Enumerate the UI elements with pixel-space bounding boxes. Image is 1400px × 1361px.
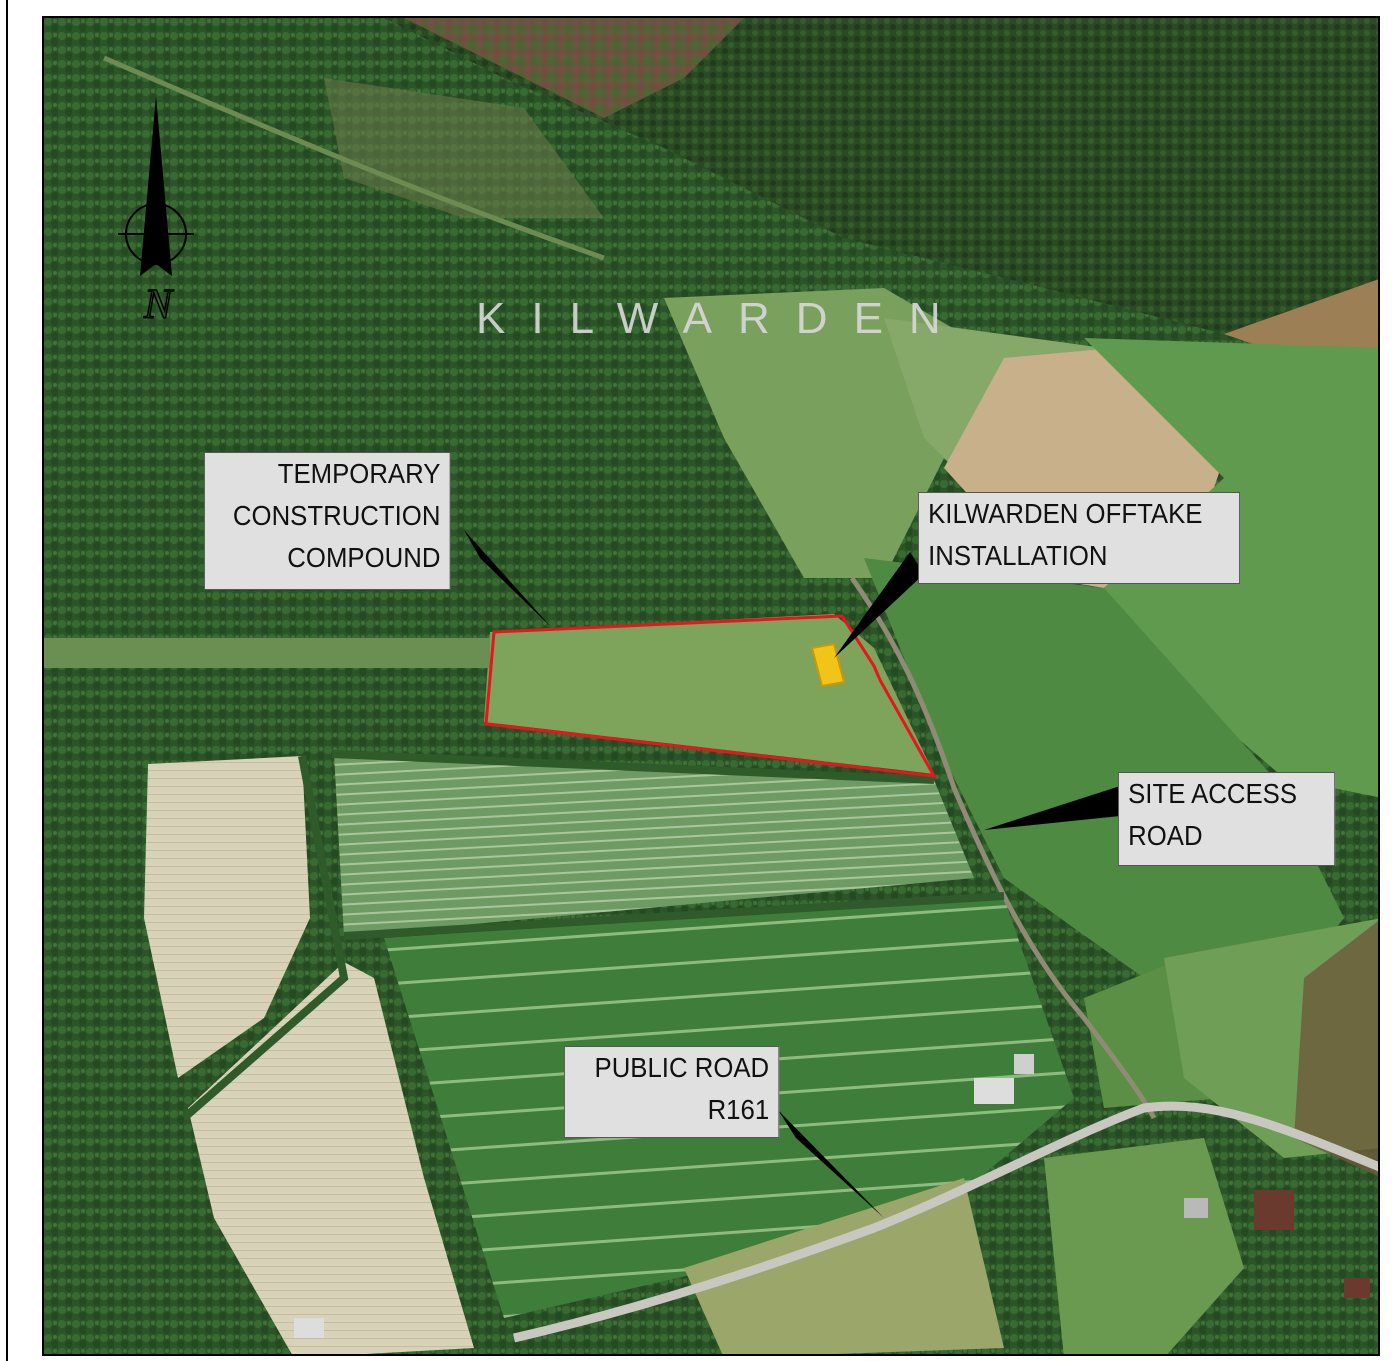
aerial-imagery (44, 18, 1378, 1354)
label-line: PUBLIC ROAD (594, 1052, 770, 1083)
label-line: CONSTRUCTION (232, 500, 441, 531)
label-site-access-road: SITE ACCESS ROAD (1118, 772, 1336, 866)
label-line: INSTALLATION (928, 540, 1108, 571)
label-line: KILWARDEN OFFTAKE (928, 498, 1203, 529)
north-letter: N (143, 282, 174, 328)
label-line: R161 (707, 1094, 770, 1125)
label-temporary-construction-compound: TEMPORARY CONSTRUCTION COMPOUND (204, 452, 451, 590)
label-line: ROAD (1128, 820, 1203, 851)
aerial-map[interactable]: KILWARDEN N TEMPORARY CONSTRUCTION COMPO… (42, 16, 1380, 1356)
label-line: SITE ACCESS (1128, 778, 1298, 809)
north-arrow-icon: N (118, 96, 194, 329)
label-public-road-r161: PUBLIC ROAD R161 (564, 1046, 780, 1138)
place-name-kilwarden: KILWARDEN (476, 294, 967, 343)
label-line: TEMPORARY (277, 458, 441, 489)
label-line: COMPOUND (287, 542, 441, 573)
label-kilwarden-offtake-installation: KILWARDEN OFFTAKE INSTALLATION (918, 492, 1240, 584)
sheet-border-line (6, 0, 8, 1361)
